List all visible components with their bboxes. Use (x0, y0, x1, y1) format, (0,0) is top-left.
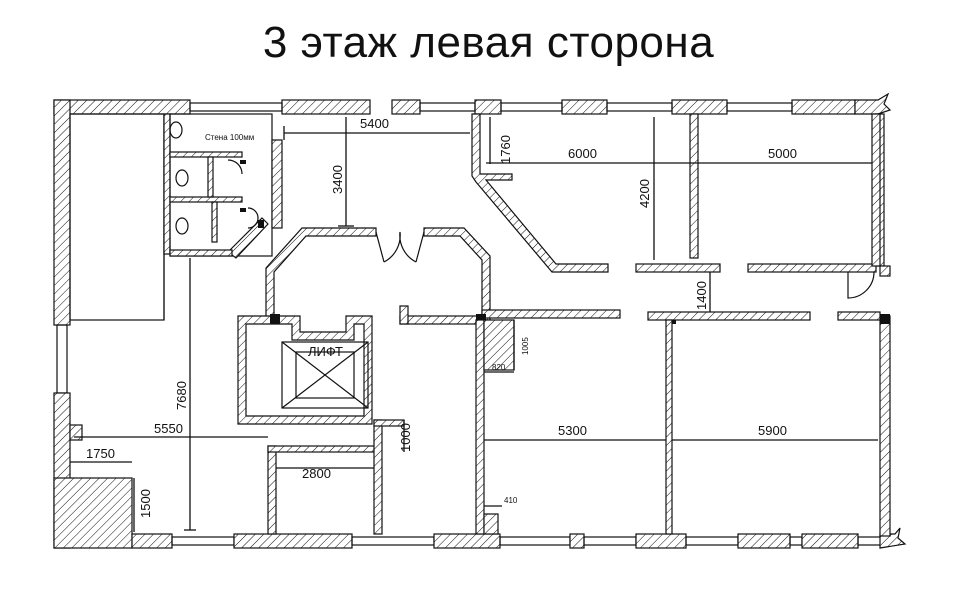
column (476, 314, 486, 324)
upper-right-walls (471, 113, 881, 321)
lower-left-walls (267, 419, 405, 535)
dim-5900: 5900 (758, 423, 787, 438)
lift-label: ЛИФТ (308, 344, 343, 359)
dimension-lines (70, 117, 878, 532)
dim-1000: 1000 (398, 423, 413, 452)
dim-1760: 1760 (498, 135, 513, 164)
dim-5400: 5400 (360, 116, 389, 131)
wc-block: Стена 100мм (169, 113, 283, 259)
dim-410: 410 (504, 496, 518, 505)
central-hall-walls: ЛИФТ (237, 227, 621, 425)
dim-5550: 5550 (154, 421, 183, 436)
dim-5300: 5300 (558, 423, 587, 438)
dim-2800: 2800 (302, 466, 331, 481)
dim-6000: 6000 (568, 146, 597, 161)
column (270, 314, 280, 324)
dim-1400: 1400 (694, 281, 709, 310)
wc-wall-note: Стена 100мм (205, 133, 254, 142)
dim-820: 820 (492, 363, 506, 372)
dim-3400: 3400 (330, 165, 345, 194)
dim-4200: 4200 (637, 179, 652, 208)
outer-walls (53, 92, 907, 549)
left-void (69, 113, 165, 321)
lower-right-walls (475, 319, 673, 535)
dim-1750: 1750 (86, 446, 115, 461)
plan-title: 3 этаж левая сторона (262, 18, 715, 67)
dim-5000: 5000 (768, 146, 797, 161)
dim-1500: 1500 (138, 489, 153, 518)
dim-1005: 1005 (521, 337, 530, 355)
dim-7680: 7680 (174, 381, 189, 410)
column (880, 314, 890, 324)
